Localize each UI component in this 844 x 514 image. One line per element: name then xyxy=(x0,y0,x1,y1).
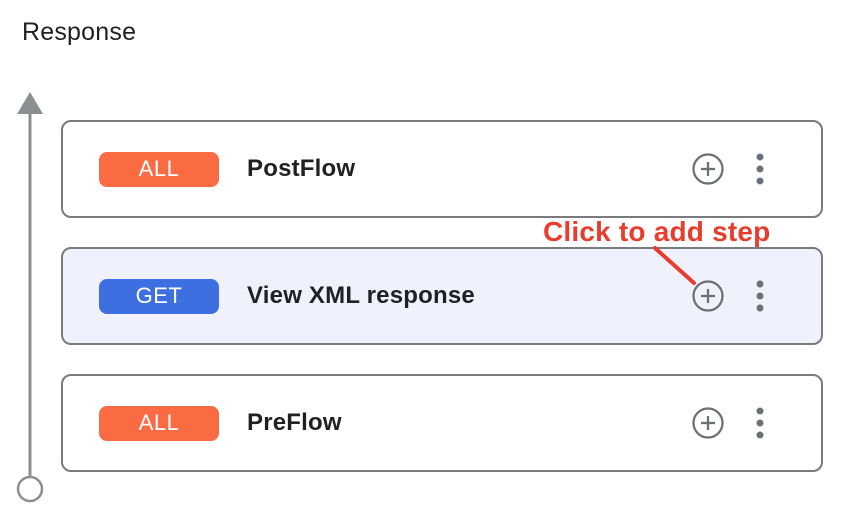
kebab-menu-icon xyxy=(756,153,764,185)
flow-name: View XML response xyxy=(247,282,475,309)
add-step-button[interactable] xyxy=(690,151,726,187)
method-badge: ALL xyxy=(99,405,219,441)
flow-card-postflow[interactable]: ALL PostFlow xyxy=(61,120,823,218)
add-circle-icon xyxy=(692,280,724,312)
more-options-button[interactable] xyxy=(756,276,764,316)
method-badge: ALL xyxy=(99,151,219,187)
add-circle-icon xyxy=(692,407,724,439)
add-circle-icon xyxy=(692,153,724,185)
more-options-button[interactable] xyxy=(756,149,764,189)
circle-terminal-icon xyxy=(16,475,44,503)
flow-card-view-xml-response[interactable]: GET View XML response xyxy=(61,247,823,345)
flow-card-preflow[interactable]: ALL PreFlow xyxy=(61,374,823,472)
flow-name: PostFlow xyxy=(247,155,356,182)
kebab-menu-icon xyxy=(756,280,764,312)
add-step-button[interactable] xyxy=(690,405,726,441)
flow-card-list: ALL PostFlow GET View XML response xyxy=(61,120,823,472)
annotation-label: Click to add step xyxy=(543,216,771,247)
method-badge: GET xyxy=(99,278,219,314)
section-title: Response xyxy=(22,18,137,46)
add-step-button[interactable] xyxy=(690,278,726,314)
more-options-button[interactable] xyxy=(756,403,764,443)
flow-name: PreFlow xyxy=(247,409,342,436)
kebab-menu-icon xyxy=(756,407,764,439)
arrow-up-icon xyxy=(17,92,43,114)
